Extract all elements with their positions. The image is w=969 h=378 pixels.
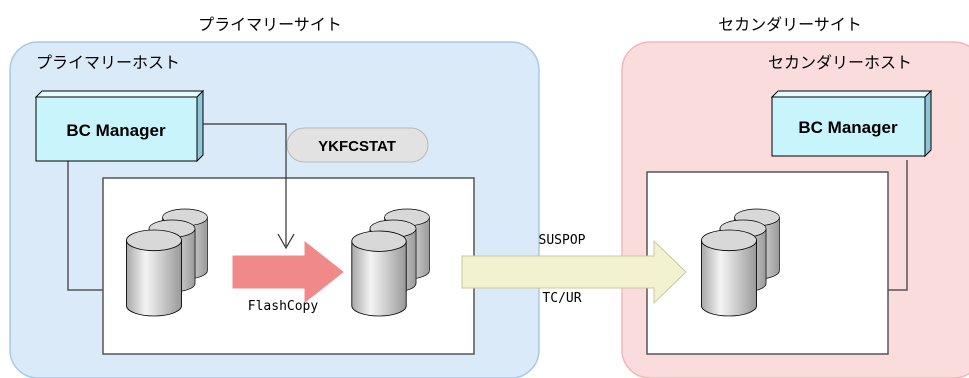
primary-bc-manager-box: BC Manager (34, 89, 205, 163)
primary-site-title: プライマリーサイト (198, 15, 342, 34)
remote-copy-arrow (461, 239, 687, 305)
flashcopy-arrow (232, 240, 344, 304)
command-flow-arrowhead (277, 233, 295, 250)
primary-bc-manager-label: BC Manager (66, 121, 166, 140)
command-flow-line (203, 123, 287, 246)
remote-copy-type-label: TC/UR (542, 291, 581, 306)
ykfcstat-command: YKFCSTAT (286, 127, 429, 163)
primary-host-connector (67, 160, 104, 291)
secondary-host-title: セカンダリーホスト (768, 53, 912, 72)
secondary-site-title: セカンダリーサイト (718, 15, 862, 34)
remote-copy-operation-label: SUSPOP (539, 233, 586, 248)
flashcopy-label: FlashCopy (248, 299, 319, 314)
primary-host-title: プライマリーホスト (36, 53, 180, 72)
ykfcstat-label: YKFCSTAT (318, 138, 396, 155)
secondary-bc-manager-label: BC Manager (798, 118, 898, 137)
secondary-bc-manager-box: BC Manager (770, 89, 933, 158)
secondary-host-connector (888, 160, 908, 291)
